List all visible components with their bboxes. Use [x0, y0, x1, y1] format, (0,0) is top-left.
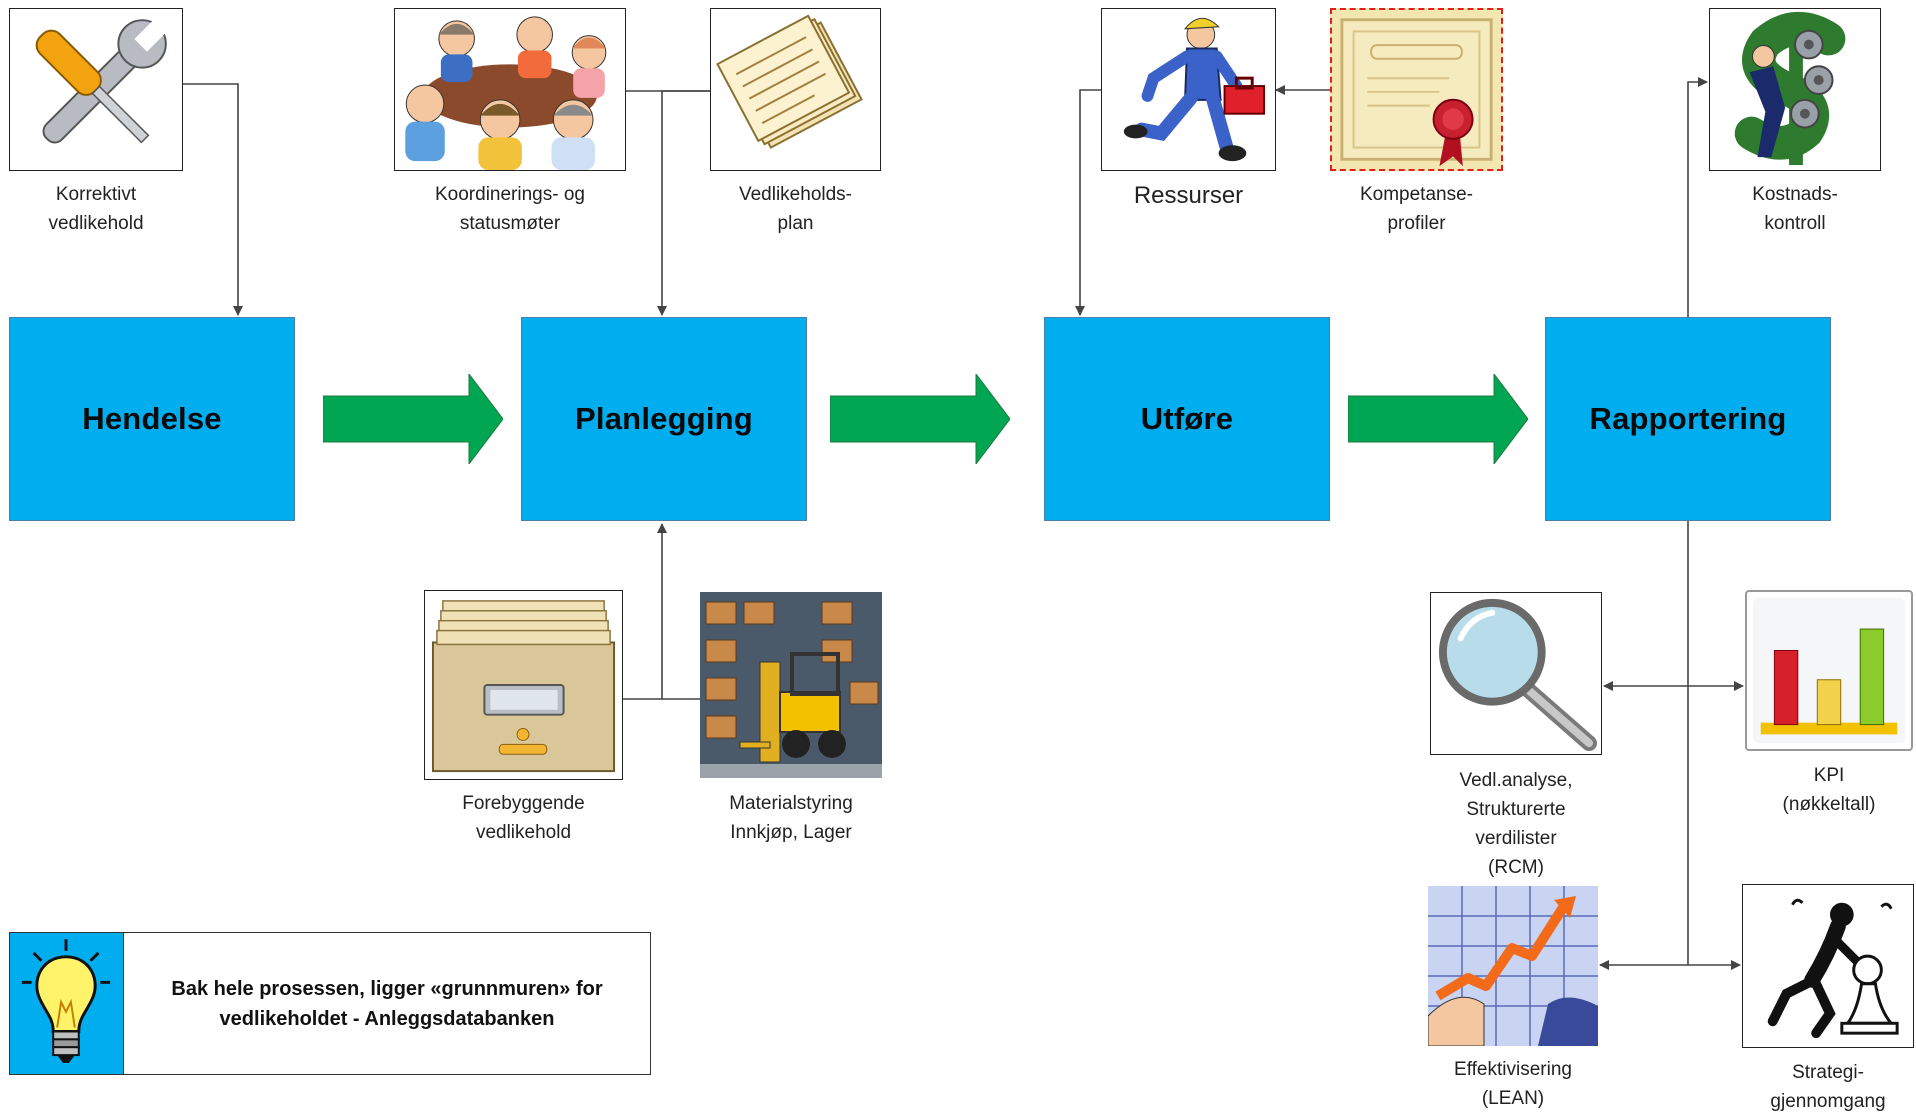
connector-kostnadskontroll — [1687, 77, 1708, 317]
caption-kostnadskontroll: Kostnads-kontroll — [1752, 184, 1838, 234]
caption-effektivisering: Effektivisering(LEAN) — [1454, 1059, 1572, 1109]
connector-vedlikeholdsplan — [657, 90, 710, 316]
caption-kompetanse: Kompetanse-profiler — [1359, 184, 1473, 234]
caption-ressurser: Ressurser — [1133, 182, 1244, 209]
connector-forebyggende — [623, 523, 667, 700]
lightbulb-icon — [10, 933, 124, 1074]
caption-vedlanalyse: Vedl.analyse,Strukturerte verdilister(RC… — [1459, 770, 1573, 878]
step-utfore: Utføre — [1044, 317, 1330, 521]
step-label: Utføre — [1140, 401, 1234, 436]
step-label: Hendelse — [82, 401, 222, 436]
step-label: Planlegging — [575, 401, 753, 436]
connector-korrektivt — [183, 83, 243, 316]
connector-ressurser — [1075, 89, 1101, 316]
flow-arrow-icon — [830, 374, 1010, 464]
step-label: Rapportering — [1589, 401, 1787, 436]
worker-icon — [1101, 8, 1276, 171]
certificate-icon — [1330, 8, 1503, 171]
bar-chart-icon — [1745, 590, 1913, 751]
caption-strategi: Strategi-gjennomgang — [1770, 1062, 1886, 1112]
callout-text: Bak hele prosessen, ligger «grunnmuren» … — [171, 977, 603, 1030]
tools-icon — [9, 8, 183, 171]
caption-kpi: KPI(nøkkeltall) — [1782, 765, 1876, 815]
rising-graph-icon — [1428, 886, 1598, 1046]
meeting-icon — [394, 8, 626, 171]
flow-arrow-icon — [1348, 374, 1528, 464]
strategy-figure-icon — [1742, 884, 1914, 1048]
step-hendelse: Hendelse — [9, 317, 295, 521]
step-planlegging: Planlegging — [521, 317, 807, 521]
step-rapportering: Rapportering — [1545, 317, 1831, 521]
document-icon — [710, 8, 881, 171]
caption-vedlikeholdsplan: Vedlikeholds-plan — [738, 184, 853, 234]
dollar-gears-icon — [1709, 8, 1881, 171]
file-drawer-icon — [424, 590, 623, 780]
magnifier-icon — [1430, 592, 1602, 755]
flow-arrow-icon — [323, 374, 503, 464]
callout-box: Bak hele prosessen, ligger «grunnmuren» … — [9, 932, 651, 1075]
forklift-icon — [700, 592, 882, 778]
